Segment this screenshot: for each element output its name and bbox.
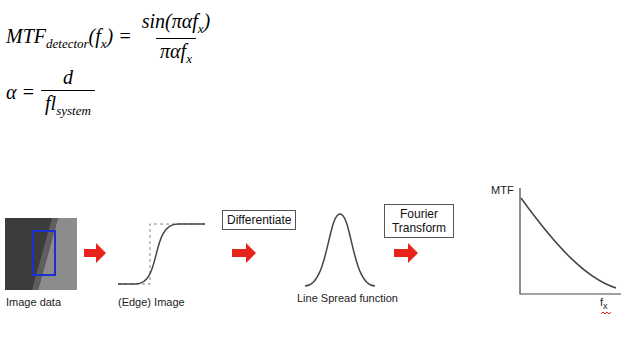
axis-label: fx	[600, 296, 608, 311]
flow-arrows	[84, 243, 418, 263]
fraction: sin(παfx)παfx	[138, 10, 215, 67]
formula-text: ) =	[107, 25, 132, 47]
formula-text: fl	[45, 92, 56, 114]
axis-label: f	[600, 296, 603, 308]
edge-profile	[118, 224, 205, 284]
subscript: detector	[46, 36, 89, 51]
lsf-curve	[305, 214, 375, 286]
formula-text: (f	[89, 25, 101, 47]
process-box: Fourier Transform	[384, 204, 454, 238]
denominator: flsystem	[41, 90, 95, 119]
formula-text: sin(παf	[142, 10, 198, 32]
box-text: Fourier Transform	[392, 207, 446, 235]
formula-lhs: α =	[6, 81, 35, 104]
formula-text: α =	[6, 81, 35, 103]
image-data-picture	[5, 218, 77, 290]
caption: Line Spread function	[297, 292, 398, 304]
numerator: d	[59, 66, 77, 90]
mtf-plot	[520, 188, 621, 294]
denominator: παfx	[156, 38, 196, 67]
formula-text: MTF	[6, 25, 46, 47]
axis-label: MTF	[491, 184, 514, 196]
subscript: x	[198, 21, 204, 36]
formula-row: MTFdetector(fx) =sin(παfx)παfx	[6, 10, 214, 67]
formula-text: )	[204, 10, 211, 32]
formula-row: α = dflsystem	[6, 66, 95, 119]
process-box: Differentiate	[222, 210, 296, 230]
subscript: x	[186, 51, 192, 66]
box-text: Differentiate	[227, 213, 291, 227]
numerator: sin(παfx)	[138, 10, 215, 38]
spell-squiggle	[601, 312, 611, 314]
caption: (Edge) Image	[118, 296, 185, 308]
formula-text: παf	[160, 40, 186, 62]
formula-text: d	[63, 66, 73, 88]
fraction: dflsystem	[41, 66, 95, 119]
caption: Image data	[6, 296, 61, 308]
subscript: x	[101, 36, 107, 51]
formula-lhs: MTFdetector(fx) =	[6, 25, 132, 52]
subscript: system	[56, 103, 91, 118]
subscript: x	[603, 301, 608, 311]
